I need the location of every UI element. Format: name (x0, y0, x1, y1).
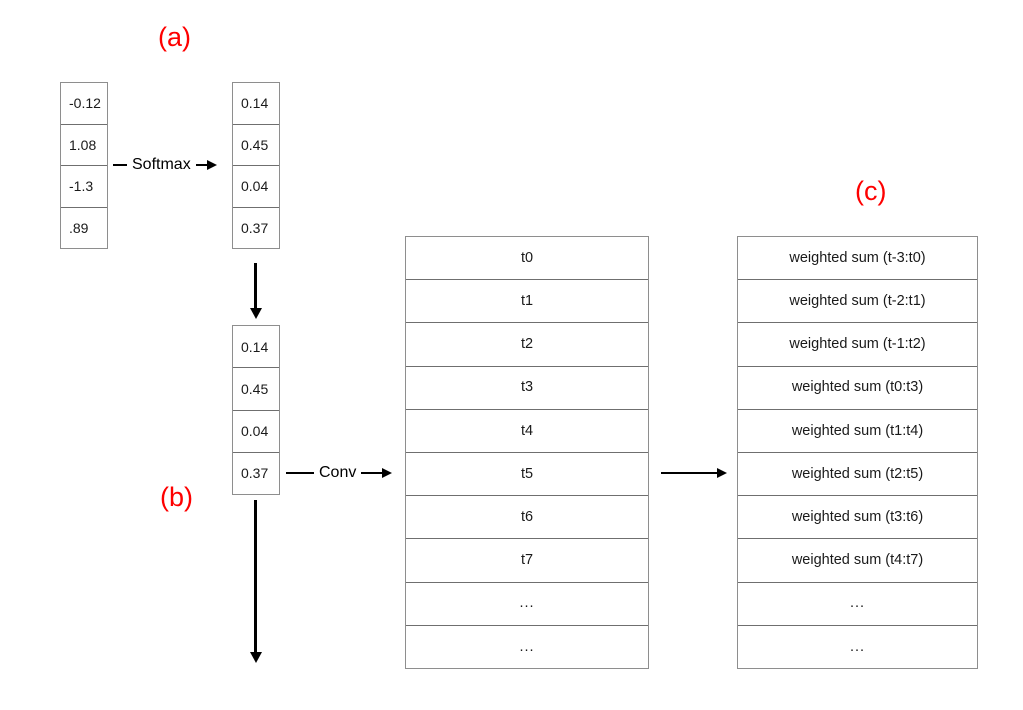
conv-arrow-label: Conv (319, 464, 357, 481)
table-row: t5 (406, 453, 648, 497)
logits-cell: 1.08 (61, 125, 107, 166)
output-table: weighted sum (t-3:t0) weighted sum (t-2:… (737, 236, 978, 669)
logits-vector: -0.12 1.08 -1.3 .89 (60, 82, 108, 249)
arrow-stem (361, 472, 384, 474)
logits-cell: .89 (69, 219, 89, 236)
arrow-head-icon (717, 468, 727, 478)
logits-cell: -0.12 (61, 83, 107, 125)
table-row: t1 (406, 280, 648, 324)
softmax-cell: 0.37 (241, 219, 269, 236)
table-row: weighted sum (t2:t5) (738, 453, 977, 497)
arrow-stem (661, 472, 718, 474)
table-row: weighted sum (t-1:t2) (738, 323, 977, 367)
table-row: weighted sum (t4:t7) (738, 539, 977, 583)
timesteps-to-output-arrow (661, 463, 727, 483)
softmax-to-weights-arrow (249, 263, 262, 319)
conv-arrow: Conv (286, 463, 393, 483)
weights-cell: 0.45 (233, 368, 279, 411)
table-row: t0 (406, 237, 648, 281)
table-row: ... (738, 583, 977, 626)
softmax-vector: 0.14 0.45 0.04 0.37 (232, 82, 280, 249)
table-row: weighted sum (t1:t4) (738, 410, 977, 454)
softmax-cell: 0.04 (233, 166, 279, 208)
table-row: weighted sum (t0:t3) (738, 367, 977, 410)
weights-cell: 0.37 (241, 465, 269, 482)
table-row: weighted sum (t3:t6) (738, 496, 977, 540)
panel-label-a: (a) (158, 22, 191, 52)
arrow-head-icon (249, 308, 262, 319)
table-row: t6 (406, 496, 648, 540)
softmax-arrow-label: Softmax (132, 156, 191, 173)
table-row: ... (519, 638, 535, 655)
softmax-cell: 0.45 (233, 125, 279, 166)
logits-cell: -1.3 (61, 166, 107, 208)
weights-vector: 0.14 0.45 0.04 0.37 (232, 325, 280, 495)
arrow-stem (254, 500, 257, 653)
arrow-head-icon (206, 160, 217, 170)
table-row: t4 (406, 410, 648, 454)
panel-label-b: (b) (160, 482, 193, 512)
arrow-stem (113, 164, 127, 166)
table-row: ... (849, 638, 866, 655)
table-row: weighted sum (t-2:t1) (738, 280, 977, 324)
weights-cell: 0.04 (233, 411, 279, 453)
timesteps-table: t0 t1 t2 t3 t4 t5 t6 t7 ... ... (405, 236, 649, 669)
weights-cell: 0.14 (233, 326, 279, 369)
arrow-stem (286, 472, 314, 474)
arrow-head-icon (382, 468, 393, 478)
panel-label-c: (c) (855, 176, 887, 206)
softmax-arrow: Softmax (113, 155, 217, 175)
weights-slide-arrow (249, 500, 262, 663)
arrow-head-icon (249, 652, 262, 663)
table-row: t3 (406, 367, 648, 410)
table-row: t7 (406, 539, 648, 583)
table-row: weighted sum (t-3:t0) (738, 237, 977, 281)
table-row: t2 (406, 323, 648, 367)
arrow-stem (254, 263, 257, 309)
arrow-stem (195, 164, 208, 166)
table-row: ... (406, 583, 648, 626)
softmax-cell: 0.14 (233, 83, 279, 125)
